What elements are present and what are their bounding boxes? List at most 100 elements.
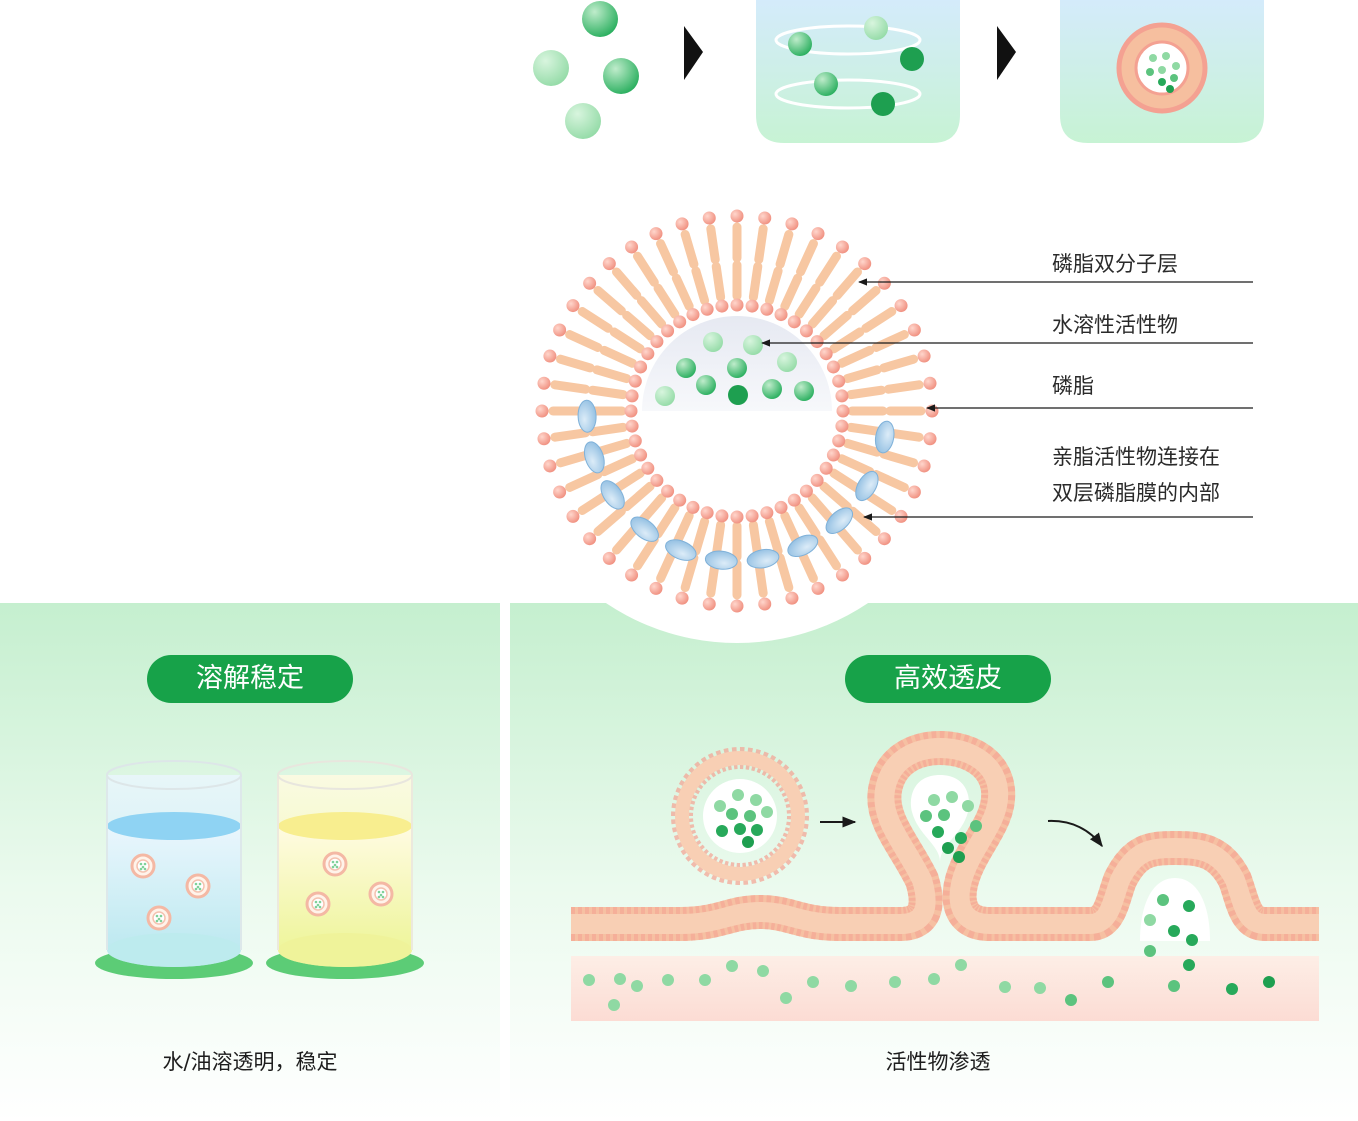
penetrated-actives xyxy=(583,959,1275,1011)
lipid-head xyxy=(625,240,639,254)
lipid-tail xyxy=(807,296,838,329)
lipid-tail xyxy=(599,345,637,368)
lipid-tail xyxy=(764,516,783,556)
lipid-head xyxy=(745,299,759,313)
lipid-tail xyxy=(837,454,875,477)
lipid-tail xyxy=(883,380,924,394)
lipid-tail xyxy=(829,327,865,354)
lipid-head xyxy=(811,227,825,241)
lipid-head xyxy=(760,506,774,520)
active-dot xyxy=(807,976,819,988)
released-actives xyxy=(1144,894,1198,971)
lipid-head xyxy=(649,581,663,595)
lipid-head xyxy=(583,532,597,546)
lipid-tail xyxy=(815,535,841,571)
lipid-head xyxy=(787,493,801,507)
mini-liposome xyxy=(185,873,211,899)
lipid-head xyxy=(917,459,931,473)
lipophilic-active xyxy=(825,507,854,534)
lipophilic-actives xyxy=(577,399,895,570)
lipid-tail xyxy=(711,261,726,302)
lipid-head xyxy=(675,217,689,231)
lipid-head xyxy=(835,568,849,582)
lipid-tail xyxy=(691,516,710,556)
lipid-tail xyxy=(565,330,603,352)
lipid-tail xyxy=(819,310,852,341)
lipid-head xyxy=(715,509,729,523)
lipid-tail xyxy=(815,251,841,287)
lipid-tail xyxy=(609,327,645,354)
lipid-head xyxy=(819,461,833,475)
lipid-tail xyxy=(879,354,919,373)
lipid-head xyxy=(785,591,799,605)
lipid-tail xyxy=(599,454,637,477)
lipid-head xyxy=(673,493,687,507)
water-soluble-actives xyxy=(655,332,814,406)
lipid-head xyxy=(715,299,729,313)
lipid-tail xyxy=(775,553,794,593)
lipid-tail xyxy=(764,266,783,306)
lipid-head xyxy=(686,308,700,322)
lipid-tail xyxy=(691,266,710,306)
lipid-head xyxy=(730,599,744,613)
lipid-tail xyxy=(592,365,632,384)
lipid-tail xyxy=(819,481,852,512)
lipid-tail xyxy=(593,506,626,536)
lipophilic-active xyxy=(630,516,659,542)
lipid-head xyxy=(537,432,551,446)
lipid-tail xyxy=(577,307,613,333)
lipid-tail xyxy=(848,506,881,536)
liposome-cross-section xyxy=(535,209,939,613)
lipid-tail xyxy=(842,365,882,384)
lipid-head xyxy=(877,532,891,546)
lipid-head xyxy=(650,335,664,349)
mini-liposome xyxy=(130,853,156,879)
lipid-head xyxy=(730,209,744,223)
active-dot xyxy=(608,999,620,1011)
mini-liposome xyxy=(322,851,348,877)
active-dot xyxy=(1102,976,1114,988)
lipid-head xyxy=(625,419,639,433)
lipid-head xyxy=(628,434,642,448)
lipid-head xyxy=(787,315,801,329)
lipid-head xyxy=(553,485,567,499)
lipid-head xyxy=(826,448,840,462)
lipid-head xyxy=(566,509,580,523)
lipid-head xyxy=(836,404,850,418)
lipophilic-active xyxy=(855,470,879,502)
lipid-tail xyxy=(653,503,680,539)
lipid-head xyxy=(774,500,788,514)
lipid-head xyxy=(774,308,788,322)
lipophilic-active xyxy=(787,534,819,558)
lipid-tail xyxy=(837,345,875,368)
pill-penetration: 高效透皮 xyxy=(845,655,1051,703)
lipid-tail xyxy=(633,251,659,287)
pill-solubility: 溶解稳定 xyxy=(147,655,353,703)
lipid-head xyxy=(835,389,849,403)
lipid-tail xyxy=(871,470,909,492)
process-strip xyxy=(533,0,1264,143)
lipid-tail xyxy=(680,553,699,593)
label-lipophilic-line2: 双层磷脂膜的内部 xyxy=(1052,481,1220,505)
lipid-tail xyxy=(796,239,818,277)
lipid-head xyxy=(760,302,774,316)
lipid-tail xyxy=(636,296,667,329)
lipophilic-active xyxy=(746,548,780,569)
lipid-tail xyxy=(550,380,591,394)
lipid-head xyxy=(535,404,549,418)
active-dot xyxy=(583,974,595,986)
label-lipophilic-line1: 亲脂活性物连接在 xyxy=(1052,445,1220,469)
lipid-head xyxy=(602,257,616,271)
lipid-tail xyxy=(846,385,887,400)
lipid-head xyxy=(925,404,939,418)
lipid-tail xyxy=(879,449,919,468)
lipid-head xyxy=(553,323,567,337)
lipid-tail xyxy=(846,422,887,437)
lipid-tail xyxy=(871,330,909,352)
active-dot xyxy=(699,974,711,986)
lipophilic-active xyxy=(874,420,895,454)
lipid-tail xyxy=(780,273,803,311)
lipid-head xyxy=(917,349,931,363)
lipid-tail xyxy=(807,493,838,526)
